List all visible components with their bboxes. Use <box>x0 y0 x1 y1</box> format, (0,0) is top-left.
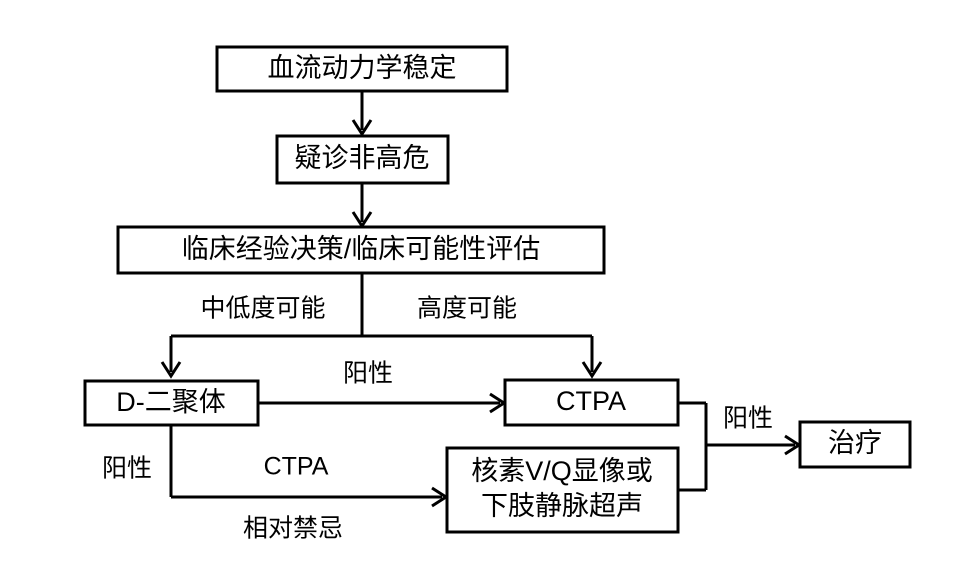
node-d-dimer[interactable]: D-二聚体 <box>83 379 260 427</box>
node-box-d-dimer <box>83 379 260 427</box>
node-vq-scan[interactable]: 核素V/Q显像或 下肢静脉超声 <box>445 446 680 534</box>
node-clinical-assessment[interactable]: 临床经验决策/临床可能性评估 <box>116 225 606 275</box>
node-label-suspected-non-high-risk: 疑诊非高危 <box>295 143 430 173</box>
edge-assessment-split <box>160 273 603 379</box>
node-label-vq-scan-line1: 核素V/Q显像或 <box>471 456 653 486</box>
node-label-treatment: 治疗 <box>828 428 882 458</box>
arrow-head-icon <box>581 361 603 379</box>
node-box-vq-scan <box>445 446 680 534</box>
node-label-clinical-assessment: 临床经验决策/临床可能性评估 <box>182 234 541 264</box>
edge-label-ctpa-relative: CTPA <box>264 453 329 481</box>
edge-label-result-positive: 阳性 <box>723 405 773 433</box>
edge-label-d-dimer-positive-left: 阳性 <box>102 455 152 483</box>
node-box-ctpa <box>503 378 680 427</box>
node-ctpa[interactable]: CTPA <box>503 378 680 427</box>
node-suspected-non-high-risk[interactable]: 疑诊非高危 <box>275 134 450 185</box>
node-hemodynamic-stable[interactable]: 血流动力学稳定 <box>215 45 509 93</box>
node-label-hemodynamic-stable: 血流动力学稳定 <box>268 53 457 83</box>
edge-suspected-to-assessment <box>351 183 373 229</box>
node-label-ctpa: CTPA <box>556 386 626 416</box>
node-label-vq-scan-line2: 下肢静脉超声 <box>481 491 643 521</box>
edge-label-d-dimer-positive: 阳性 <box>343 360 393 388</box>
edge-label-high-probability: 高度可能 <box>417 295 517 323</box>
edge-label-low-moderate-probability: 中低度可能 <box>200 295 325 323</box>
node-treatment[interactable]: 治疗 <box>798 420 912 469</box>
node-label-d-dimer: D-二聚体 <box>116 387 226 417</box>
edge-label-relative-contraindication: 相对禁忌 <box>243 515 343 543</box>
edge-stable-to-suspected <box>351 91 373 137</box>
arrow-head-icon <box>160 361 182 379</box>
node-box-treatment <box>798 420 912 469</box>
node-box-clinical-assessment <box>116 225 606 275</box>
edge-d-dimer-to-ctpa <box>258 392 507 414</box>
node-box-suspected-non-high-risk <box>275 134 450 185</box>
arrow-head-icon <box>351 119 373 137</box>
